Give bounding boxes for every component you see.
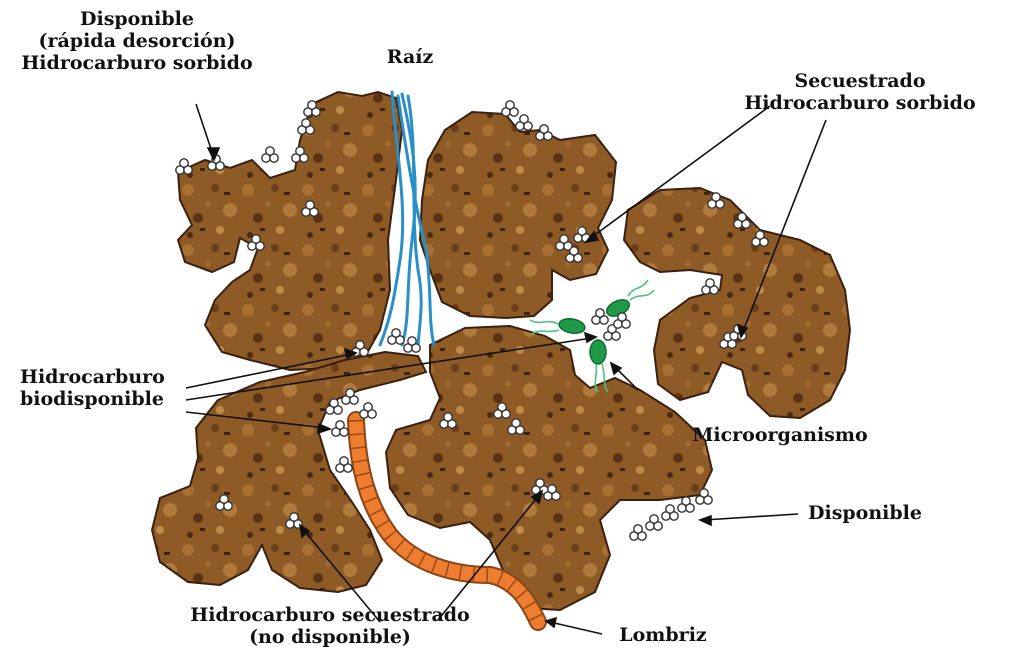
label-sequestered-na-line-2: (no disponible) bbox=[180, 626, 480, 648]
label-available-line-3: Hidrocarburo sorbido bbox=[4, 52, 270, 74]
soil-aggregates bbox=[152, 92, 850, 610]
label-available-line-2: (rápida desorción) bbox=[4, 30, 270, 52]
label-bioavailable-line-1: Hidrocarburo bbox=[20, 366, 200, 388]
soil-aggregate-top-left bbox=[178, 92, 402, 370]
label-available-line-1: Disponible bbox=[4, 8, 270, 30]
label-earthworm: Lombriz bbox=[608, 624, 718, 646]
label-sequestered-not-available: Hidrocarburo secuestrado (no disponible) bbox=[180, 604, 480, 648]
label-available-fast-desorption: Disponible (rápida desorción) Hidrocarbu… bbox=[4, 8, 270, 74]
label-sequestered-line-1: Secuestrado bbox=[730, 70, 990, 92]
label-microorganism: Microorganismo bbox=[680, 424, 880, 446]
label-sequestered-sorbed: Secuestrado Hidrocarburo sorbido bbox=[730, 70, 990, 114]
label-bioavailable-hydrocarbon: Hidrocarburo biodisponible bbox=[20, 366, 200, 410]
label-sequestered-na-line-1: Hidrocarburo secuestrado bbox=[180, 604, 480, 626]
label-root: Raíz bbox=[370, 46, 450, 68]
soil-aggregate-top-middle bbox=[420, 112, 616, 318]
label-available: Disponible bbox=[795, 502, 935, 524]
label-sequestered-line-2: Hidrocarburo sorbido bbox=[730, 92, 990, 114]
label-bioavailable-line-2: biodisponible bbox=[20, 388, 200, 410]
